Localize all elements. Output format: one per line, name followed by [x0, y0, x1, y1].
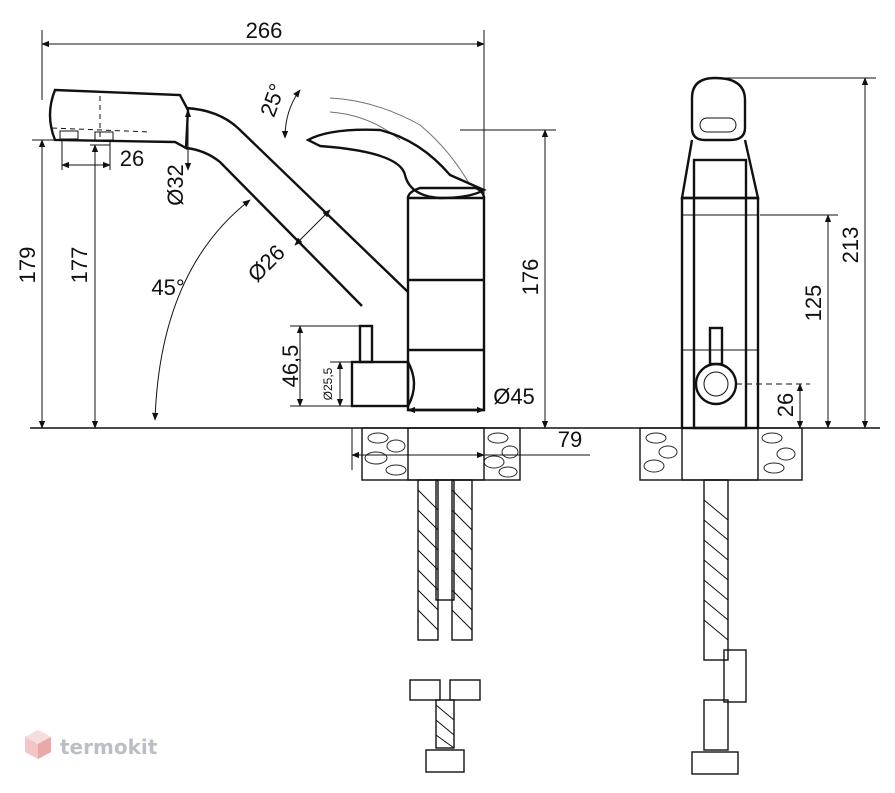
- dim-25deg-label: 25°: [255, 80, 290, 120]
- filter-handle: [350, 360, 410, 408]
- dim-45deg-label: 45°: [151, 275, 184, 300]
- dim-d32-label: Ø32: [163, 164, 188, 206]
- dim-266-label: 266: [246, 18, 283, 43]
- faucet-body: [406, 196, 486, 412]
- watermark-text: termokit: [60, 735, 158, 759]
- dim-46-5-label: 46,5: [278, 345, 303, 388]
- watermark: termokit: [25, 730, 158, 759]
- side-filter-handle: [694, 362, 738, 406]
- dim-79-label: 79: [558, 427, 582, 452]
- dim-176-label: 176: [518, 259, 543, 296]
- spout-tube-top: [185, 106, 409, 293]
- side-view: 213 125 26: [639, 76, 876, 775]
- dim-213-label: 213: [838, 227, 863, 264]
- hoses-front: [409, 479, 481, 773]
- side-spout-head: [690, 76, 747, 142]
- dim-179-label: 179: [15, 247, 40, 284]
- dim-26-spout-label: 26: [120, 146, 144, 171]
- dim-d26-label: Ø26: [243, 240, 290, 287]
- dim-125-label: 125: [801, 285, 826, 322]
- lever-handle: [305, 128, 487, 200]
- spout-tube-bottom: [185, 146, 363, 307]
- dim-d45-label: Ø45: [493, 384, 535, 409]
- base-stone: [361, 427, 521, 481]
- dim-177-label: 177: [67, 247, 92, 284]
- front-view: 266 25° 26 Ø32 Ø26 45° 179 177 176: [15, 18, 880, 773]
- dim-d25-5-label: Ø25,5: [321, 367, 335, 400]
- dim-26-side-label: 26: [773, 393, 798, 417]
